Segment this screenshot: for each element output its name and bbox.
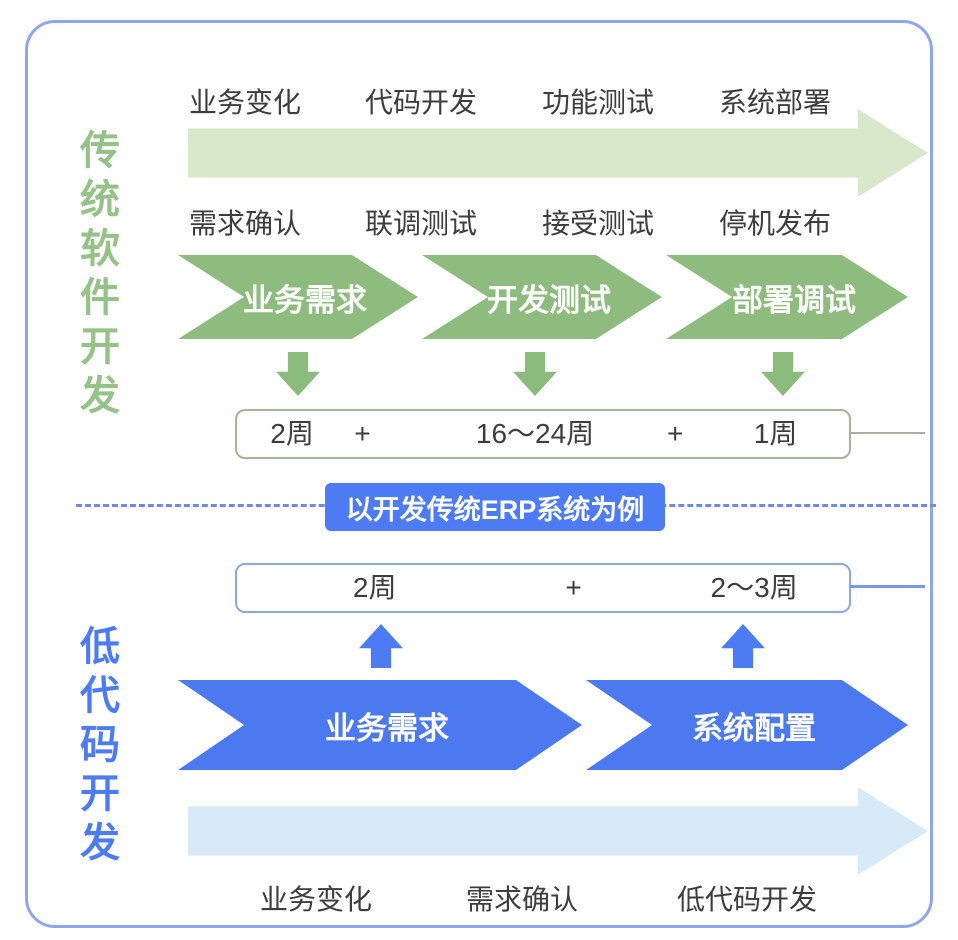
- down-arrow-icon: [513, 352, 557, 396]
- phase-label: 需求确认: [188, 208, 302, 239]
- phase-label: 业务变化: [259, 884, 373, 915]
- duration-value: 2周: [270, 418, 314, 449]
- example-badge: 以开发传统ERP系统为例: [325, 483, 665, 531]
- phase-label: 业务变化: [188, 87, 302, 118]
- stage-chevron: 部署调试: [666, 255, 908, 339]
- stage-label: 部署调试: [732, 282, 856, 318]
- lowcode-section-title: 低代码开发: [74, 625, 118, 870]
- phase-label: 代码开发: [364, 87, 478, 118]
- diagram-card: 传统软件开发 业务变化 代码开发 功能测试 系统部署 需求确认 联调测试 接受测…: [25, 20, 936, 928]
- duration-value: 1周: [753, 418, 798, 449]
- timeline-arrow-icon: [188, 109, 928, 197]
- stage-chevron: 业务需求: [178, 255, 418, 339]
- phase-label: 功能测试: [541, 87, 655, 118]
- plus-sign: +: [354, 418, 371, 449]
- stage-label: 系统配置: [692, 710, 816, 746]
- phase-label: 低代码开发: [676, 884, 818, 915]
- up-arrow-icon: [721, 624, 765, 668]
- duration-value: 2～3周: [710, 572, 798, 603]
- down-arrow-icon: [761, 352, 805, 396]
- stage-label: 业务需求: [325, 710, 449, 746]
- up-arrow-icon: [359, 624, 403, 668]
- down-arrow-icon: [276, 352, 320, 396]
- duration-value: 2周: [352, 572, 397, 603]
- phase-label: 联调测试: [364, 208, 478, 239]
- leader-line: [850, 585, 925, 588]
- duration-value: 16～24周: [475, 418, 595, 449]
- traditional-section-title: 传统软件开发: [74, 129, 118, 423]
- leader-line: [850, 432, 925, 434]
- phase-label: 系统部署: [718, 87, 832, 118]
- stage-label: 业务需求: [243, 282, 367, 318]
- phase-label: 需求确认: [465, 884, 579, 915]
- stage-label: 开发测试: [487, 282, 611, 318]
- traditional-duration-box: 2周 + 16～24周 + 1周: [235, 409, 851, 459]
- stage-chevron: 系统配置: [586, 680, 908, 770]
- phase-label: 停机发布: [718, 208, 832, 239]
- stage-chevron: 业务需求: [178, 680, 582, 770]
- plus-sign: +: [565, 572, 582, 603]
- plus-sign: +: [667, 418, 684, 449]
- phase-label: 接受测试: [541, 208, 655, 239]
- timeline-arrow-icon: [188, 787, 928, 875]
- lowcode-duration-box: 2周 + 2～3周: [235, 563, 851, 613]
- stage-chevron: 开发测试: [422, 255, 662, 339]
